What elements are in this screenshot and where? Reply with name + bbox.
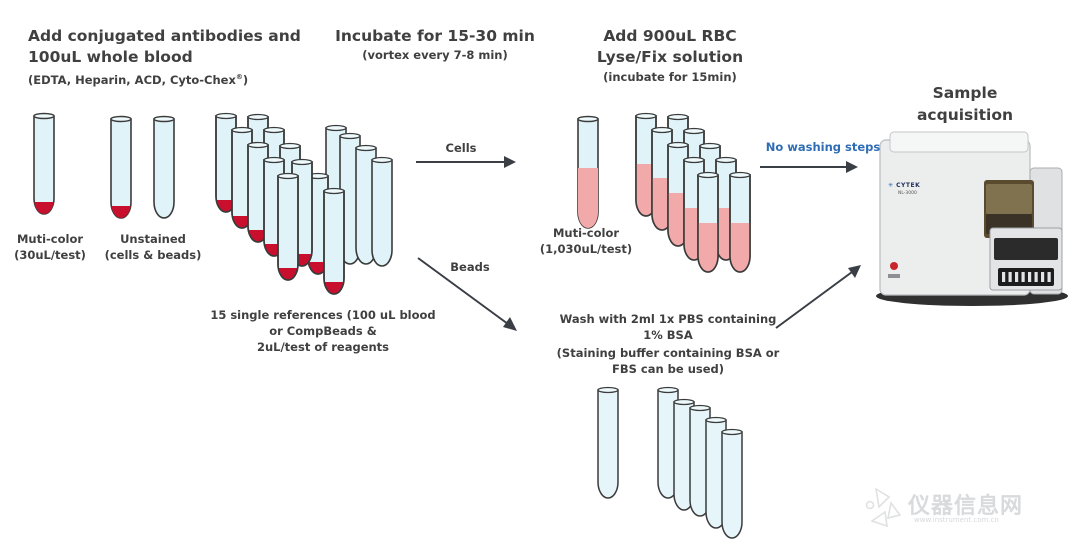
cytometer-instrument [876, 131, 1068, 306]
label-no-washing: No washing steps [765, 140, 881, 154]
step2-title: Incubate for 15-30 min [335, 27, 535, 45]
label-wash-line2: 1% BSA [643, 328, 693, 342]
label-unstained: Unstained [120, 232, 186, 246]
arrow-wash-to-acquisition [775, 265, 861, 329]
lysed-reference-tube [667, 141, 689, 247]
vent-slot [1002, 272, 1006, 282]
label-multicolor-volume: (30uL/test) [14, 248, 86, 262]
watermark-text: 仪器信息网 [908, 494, 1024, 519]
arrow-beads [417, 257, 517, 331]
step2-subtitle: (vortex every 7-8 min) [362, 48, 508, 62]
label-wash-line3: (Staining buffer containing BSA or [556, 346, 780, 360]
label-references-line1: 15 single references (100 uL blood [210, 308, 436, 322]
tube-multicolor-lysed [577, 115, 599, 229]
bead-tube [597, 386, 619, 499]
instrument-model: NL-3000 [898, 191, 917, 196]
lysed-reference-tube [729, 171, 751, 273]
arrow-no-wash [760, 161, 858, 173]
reference-tube [277, 172, 299, 281]
watermark-logo [865, 487, 902, 528]
label-multicolor-lysed-volume: (1,030uL/test) [539, 242, 633, 256]
label-beads-arrow: Beads [450, 260, 490, 274]
step3-subtitle: (incubate for 15min) [603, 70, 737, 84]
vent-slot [1008, 272, 1012, 282]
label-wash-line1: Wash with 2ml 1x PBS containing [559, 312, 777, 326]
lysed-reference-tubes [635, 112, 751, 273]
bead-tube [705, 416, 727, 529]
step1-title-line1: Add conjugated antibodies and [28, 27, 301, 45]
single-reference-tubes [215, 112, 393, 295]
step1-subtitle: (EDTA, Heparin, ACD, Cyto-Chex®) [28, 72, 249, 87]
label-references-line3: 2uL/test of reagents [256, 340, 390, 354]
label-wash-line4: FBS can be used) [611, 362, 725, 376]
label-cells-arrow: Cells [445, 141, 477, 155]
tube-unstained-cells [110, 115, 132, 219]
step4-title-line2: acquisition [916, 106, 1014, 124]
watermark-url: www.instrument.com.cn [914, 516, 999, 524]
lysed-reference-tube [651, 126, 673, 231]
step1-title-line2: 100uL whole blood [28, 48, 193, 66]
reference-tube [247, 141, 269, 243]
vent-slot [1028, 272, 1032, 282]
instrument-brand: ✳ CYTEK [888, 182, 921, 189]
arrow-cells [416, 156, 516, 168]
tube-multicolor [33, 112, 55, 215]
lysed-reference-tube [697, 171, 719, 273]
vent-slot [1047, 272, 1051, 282]
vent-slot [1034, 272, 1038, 282]
tube-unstained-beads [153, 115, 175, 219]
label-multicolor: Muti-color [16, 232, 84, 246]
bead-tube [721, 428, 743, 539]
label-unstained-detail: (cells & beads) [104, 248, 202, 262]
reference-tube [323, 187, 345, 295]
vent-slot [1021, 272, 1025, 282]
label-multicolor-lysed: Muti-color [552, 226, 620, 240]
vent-slot [1015, 272, 1019, 282]
step4-title-line1: Sample [932, 84, 998, 102]
washed-bead-tubes [597, 386, 743, 539]
reference-tube [355, 144, 377, 265]
step3-title-line1: Add 900uL RBC [603, 27, 737, 45]
reference-tube [371, 156, 393, 267]
step3-title-line2: Lyse/Fix solution [596, 48, 744, 66]
vent-slot [1041, 272, 1045, 282]
label-references-line2: or CompBeads & [269, 324, 377, 338]
